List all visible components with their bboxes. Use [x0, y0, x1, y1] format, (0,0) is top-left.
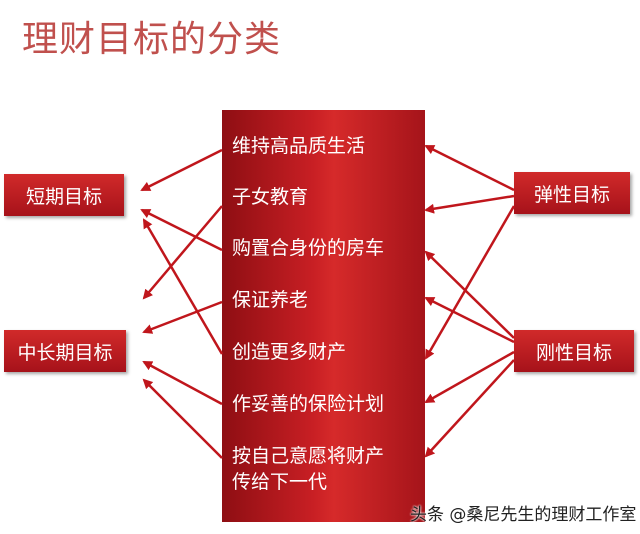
arrow-high-quality-to-short: [140, 148, 223, 192]
arrow-rigid-to-insurance: [424, 350, 515, 404]
arrow-insurance-to-midlong: [142, 360, 223, 406]
center-item-inheritance-line1: 按自己意愿将财产: [232, 445, 385, 467]
arrow-inheritance-to-midlong: [142, 378, 223, 459]
center-item-high-quality-life: 维持高品质生活: [232, 135, 366, 157]
center-item-more-wealth: 创造更多财产: [232, 341, 347, 363]
rigid-goal-box: 刚性目标: [514, 330, 634, 372]
center-item-inheritance-line2: 传给下一代: [232, 471, 328, 493]
arrow-wealth-to-short: [142, 218, 224, 355]
center-panel: [222, 110, 425, 522]
center-item-retirement: 保证养老: [232, 289, 309, 311]
arrow-education-to-midlong: [142, 205, 223, 300]
flexible-goal-box: 弹性目标: [514, 172, 630, 214]
center-item-insurance-plan: 作妥善的保险计划: [232, 393, 385, 415]
short-term-goal-box: 短期目标: [4, 174, 124, 216]
arrow-rigid-to-house-car: [424, 250, 515, 339]
arrow-flexible-to-high-quality: [424, 144, 515, 192]
arrow-house-car-to-short: [140, 208, 223, 252]
center-item-child-education: 子女教育: [232, 186, 309, 208]
watermark-text: 头条 @桑尼先生的理财工作室: [410, 505, 637, 525]
arrow-flexible-to-wealth: [424, 205, 516, 360]
mid-long-term-goal-box: 中长期目标: [4, 330, 126, 372]
page-title: 理财目标的分类: [22, 19, 282, 60]
arrow-retirement-to-midlong: [142, 300, 223, 334]
arrow-rigid-to-inheritance: [424, 359, 515, 458]
arrow-rigid-to-retirement: [424, 296, 515, 344]
arrow-flexible-to-education: [424, 194, 515, 214]
center-item-house-car: 购置合身份的房车: [232, 237, 385, 259]
